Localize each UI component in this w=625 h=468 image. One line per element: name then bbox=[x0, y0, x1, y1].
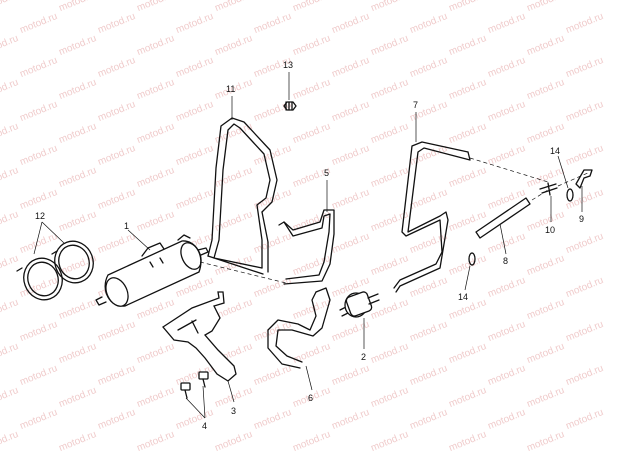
clip-14-upper bbox=[566, 188, 574, 202]
callout-2: 2 bbox=[361, 352, 366, 362]
leader-lines bbox=[33, 72, 583, 419]
callout-3: 3 bbox=[231, 406, 236, 416]
mounting-bolts bbox=[180, 371, 209, 399]
hose-6 bbox=[267, 287, 331, 369]
callout-10: 10 bbox=[545, 225, 555, 235]
callout-12: 12 bbox=[35, 211, 45, 221]
connection-lines bbox=[199, 157, 591, 284]
callout-11: 11 bbox=[226, 84, 235, 94]
clip-13 bbox=[283, 101, 297, 111]
clip-14-lower bbox=[468, 252, 476, 266]
callout-14-upper: 14 bbox=[550, 146, 560, 156]
callout-14-lower: 14 bbox=[458, 292, 468, 302]
hose-8 bbox=[475, 197, 531, 239]
callout-5: 5 bbox=[324, 168, 329, 178]
charcoal-canister bbox=[95, 234, 209, 307]
callout-13: 13 bbox=[283, 60, 293, 70]
callout-9: 9 bbox=[579, 214, 584, 224]
callout-7: 7 bbox=[413, 100, 418, 110]
callout-labels: 1 2 3 4 5 6 7 8 9 10 11 12 13 14 14 bbox=[35, 60, 584, 431]
mounting-bracket bbox=[162, 291, 237, 382]
fitting-10 bbox=[539, 182, 558, 196]
callout-4: 4 bbox=[202, 421, 207, 431]
callout-8: 8 bbox=[503, 256, 508, 266]
hose-7 bbox=[393, 141, 471, 293]
callout-1: 1 bbox=[124, 221, 129, 231]
hose-9 bbox=[575, 169, 593, 189]
clamp-rings bbox=[16, 240, 94, 301]
valve-2 bbox=[339, 291, 380, 318]
hose-5 bbox=[278, 209, 335, 285]
callout-6: 6 bbox=[308, 393, 313, 403]
hose-11 bbox=[207, 117, 278, 275]
